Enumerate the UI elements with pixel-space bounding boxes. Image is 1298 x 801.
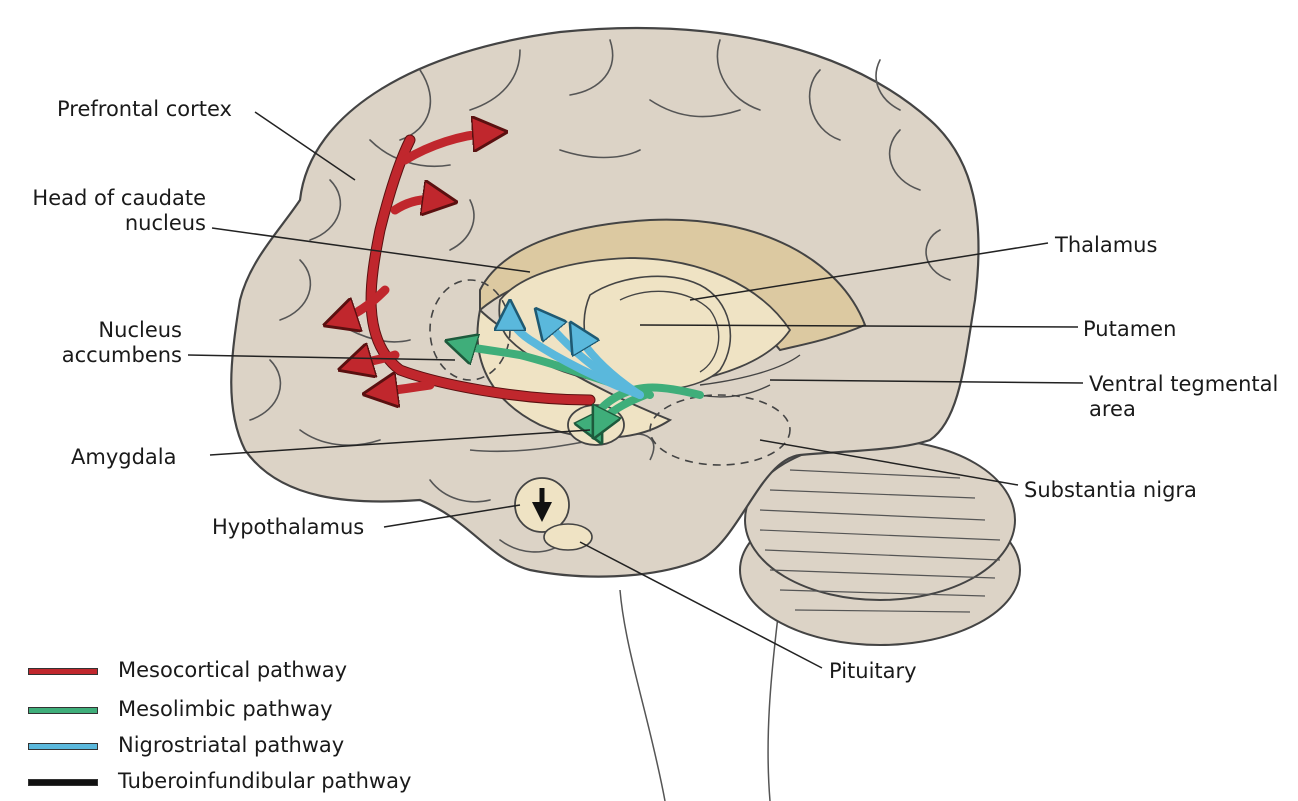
legend-swatch-tuberoinfundibular — [28, 779, 98, 786]
label-hypothalamus: Hypothalamus — [212, 515, 364, 540]
label-head-of-caudate-line1: Head of caudate — [10, 186, 206, 211]
label-nucleus-accumbens-line1: Nucleus — [60, 318, 182, 343]
legend-label-tuberoinfundibular: Tuberoinfundibular pathway — [118, 769, 411, 793]
legend-label-nigrostriatal: Nigrostriatal pathway — [118, 733, 344, 757]
label-head-of-caudate: Head of caudate nucleus — [10, 186, 206, 236]
brainstem-outline — [620, 590, 780, 801]
legend-swatch-mesolimbic — [28, 707, 98, 714]
label-nucleus-accumbens: Nucleus accumbens — [60, 318, 182, 368]
label-pituitary: Pituitary — [829, 659, 917, 684]
legend-swatch-nigrostriatal — [28, 743, 98, 750]
label-prefrontal-cortex: Prefrontal cortex — [57, 97, 232, 122]
label-vta-line2: area — [1089, 397, 1278, 422]
legend-swatch-mesocortical — [28, 668, 98, 675]
label-thalamus: Thalamus — [1055, 233, 1157, 258]
label-vta-line1: Ventral tegmental — [1089, 372, 1278, 397]
cerebellum — [740, 440, 1020, 645]
label-putamen: Putamen — [1083, 317, 1176, 342]
label-head-of-caudate-line2: nucleus — [10, 211, 206, 236]
pituitary-structure — [544, 524, 592, 550]
legend-label-mesolimbic: Mesolimbic pathway — [118, 697, 333, 721]
label-substantia-nigra: Substantia nigra — [1024, 478, 1197, 503]
label-ventral-tegmental-area: Ventral tegmental area — [1089, 372, 1278, 422]
label-amygdala: Amygdala — [71, 445, 176, 470]
legend-label-mesocortical: Mesocortical pathway — [118, 658, 347, 682]
label-nucleus-accumbens-line2: accumbens — [60, 343, 182, 368]
